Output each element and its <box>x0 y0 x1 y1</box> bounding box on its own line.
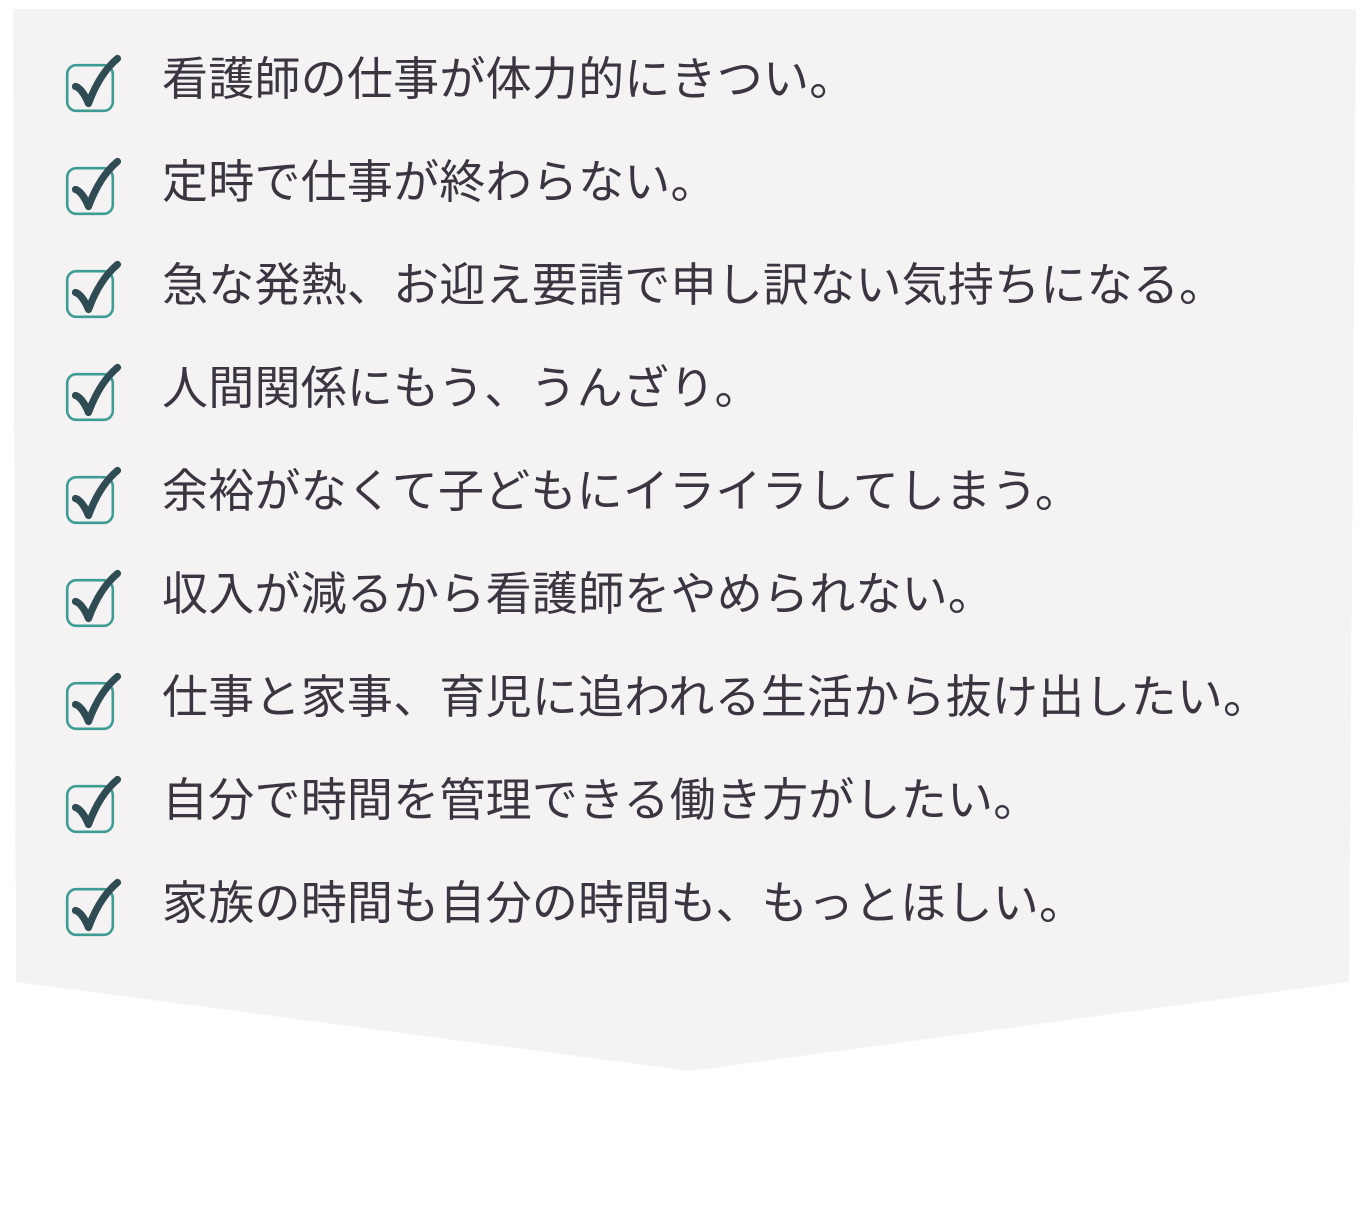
checklist-item-label: 収入が減るから看護師をやめられない。 <box>162 568 995 620</box>
checked-checkbox-icon[interactable] <box>64 878 122 942</box>
checked-checkbox-icon[interactable] <box>64 569 122 633</box>
checklist-item-label: 家族の時間も自分の時間も、もっとほしい。 <box>162 877 1086 929</box>
checked-checkbox-icon[interactable] <box>64 466 122 530</box>
checklist-item-label: 仕事と家事、育児に追われる生活から抜け出したい。 <box>162 671 1270 723</box>
checklist-item-label: 急な発熱、お迎え要請で申し訳ない気持ちになる。 <box>162 259 1226 311</box>
checklist-item-label: 人間関係にもう、うんざり。 <box>162 362 761 414</box>
checked-checkbox-icon[interactable] <box>64 672 122 736</box>
checklist-item-7[interactable]: 仕事と家事、育児に追われる生活から抜け出したい。 <box>64 666 1270 731</box>
checklist-item-label: 看護師の仕事が体力的にきつい。 <box>162 53 856 105</box>
checklist-item-6[interactable]: 収入が減るから看護師をやめられない。 <box>64 563 995 628</box>
checklist-item-9[interactable]: 家族の時間も自分の時間も、もっとほしい。 <box>64 872 1086 937</box>
checklist-item-5[interactable]: 余裕がなくて子どもにイライラしてしまう。 <box>64 460 1082 525</box>
checked-checkbox-icon[interactable] <box>64 157 122 221</box>
checklist-item-label: 自分で時間を管理できる働き方がしたい。 <box>162 774 1040 826</box>
checklist-item-4[interactable]: 人間関係にもう、うんざり。 <box>64 357 761 422</box>
checked-checkbox-icon[interactable] <box>64 775 122 839</box>
checklist-item-2[interactable]: 定時で仕事が終わらない。 <box>64 151 717 216</box>
checklist-item-8[interactable]: 自分で時間を管理できる働き方がしたい。 <box>64 769 1040 834</box>
checked-checkbox-icon[interactable] <box>64 54 122 118</box>
checklist-item-label: 定時で仕事が終わらない。 <box>162 156 717 208</box>
checklist-item-label: 余裕がなくて子どもにイライラしてしまう。 <box>162 465 1082 517</box>
checklist-item-3[interactable]: 急な発熱、お迎え要請で申し訳ない気持ちになる。 <box>64 254 1226 319</box>
checklist-item-1[interactable]: 看護師の仕事が体力的にきつい。 <box>64 48 856 113</box>
checked-checkbox-icon[interactable] <box>64 363 122 427</box>
checked-checkbox-icon[interactable] <box>64 260 122 324</box>
